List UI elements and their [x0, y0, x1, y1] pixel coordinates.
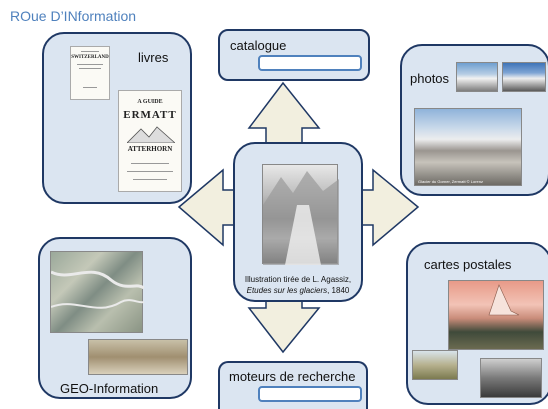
catalogue-box[interactable]: catalogue: [218, 29, 370, 81]
livres-box[interactable]: livres SWITZERLAND A GUIDE ERMATT ATTERH…: [42, 32, 192, 204]
page-title: ROue D’INformation: [10, 8, 137, 24]
engraving-image: [262, 164, 339, 265]
geo-label: GEO-Information: [60, 381, 159, 396]
postcard-hut: [412, 350, 458, 380]
photo-mountain-1: [456, 62, 498, 92]
engraving-mountain-icon: [263, 171, 339, 265]
postcard-bw: [480, 358, 542, 398]
caption-rest: , 1840: [327, 286, 350, 295]
photo-mountain-2: [502, 62, 546, 92]
matterhorn-icon: [488, 284, 520, 316]
cartes-box[interactable]: cartes postales: [406, 242, 548, 405]
book2-title-a: A GUIDE: [137, 99, 163, 105]
livres-label: livres: [138, 50, 169, 65]
postcard-matterhorn: [448, 280, 544, 350]
photo-caption: Glacier du Gorner, Zermatt © Lorenz: [418, 179, 483, 184]
book2-title-b: ERMATT: [123, 109, 177, 121]
book2-title-c: ATTERHORN: [127, 145, 173, 153]
book1-title: SWITZERLAND: [71, 55, 109, 60]
geo-map-lines: [51, 270, 144, 309]
geo-map-image: [50, 251, 144, 333]
engraving-caption: Illustration tirée de L. Agassiz, Etudes…: [235, 274, 361, 296]
caption-italic: Etudes sur les glaciers: [246, 286, 328, 295]
photos-label: photos: [410, 71, 450, 86]
center-box: Illustration tirée de L. Agassiz, Etudes…: [233, 142, 363, 302]
catalogue-label: catalogue: [230, 38, 287, 53]
photo-gorner-glacier: Glacier du Gorner, Zermatt © Lorenz: [414, 108, 522, 186]
geo-profile-image: [88, 339, 188, 375]
caption-line-1: Illustration tirée de L. Agassiz,: [244, 275, 352, 284]
photos-box[interactable]: photos Glacier du Gorner, Zermatt © Lore…: [400, 44, 548, 196]
caption-line-2: Etudes sur les glaciers, 1840: [235, 285, 361, 296]
geo-box[interactable]: GEO-Information: [38, 237, 192, 399]
moteurs-label: moteurs de recherche: [229, 369, 356, 384]
book-cover-zermatt: A GUIDE ERMATT ATTERHORN: [118, 90, 182, 192]
book-cover-switzerland: SWITZERLAND: [70, 46, 110, 100]
catalogue-search-field[interactable]: [258, 55, 362, 71]
moteurs-box[interactable]: moteurs de recherche: [218, 361, 368, 409]
moteurs-search-field[interactable]: [258, 386, 362, 402]
arrow-up: [247, 81, 321, 147]
book-mountain-icon: [127, 126, 175, 143]
cartes-label: cartes postales: [424, 257, 512, 272]
